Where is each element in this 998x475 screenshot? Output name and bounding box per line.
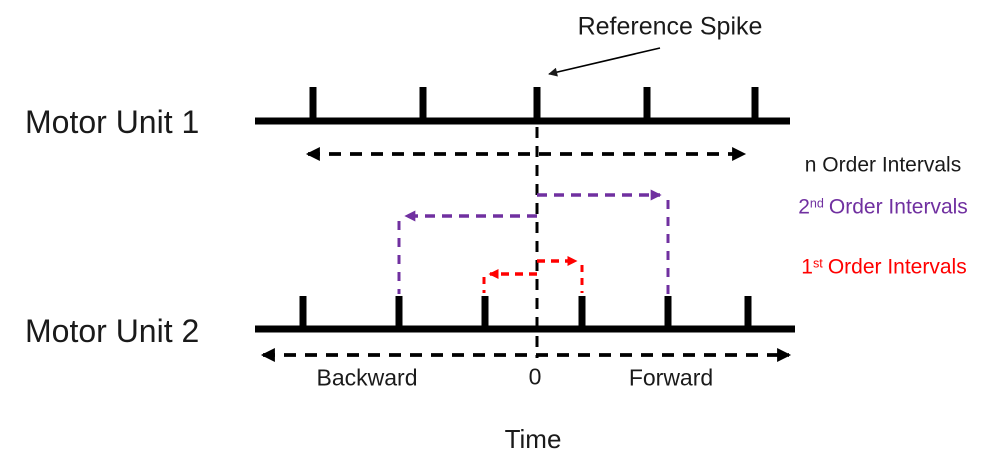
first-order-number: 1 xyxy=(801,255,813,279)
second-order-text: Order Intervals xyxy=(828,195,968,219)
second-order-intervals-label: 2nd Order Intervals xyxy=(798,197,968,218)
motor-unit-1-label: Motor Unit 1 xyxy=(25,104,200,140)
second-order-ordinal-suffix: nd xyxy=(809,196,824,211)
second-order-number: 2 xyxy=(798,195,810,219)
forward-label: Forward xyxy=(628,364,714,391)
reference-spike-label: Reference Spike xyxy=(577,12,763,41)
n-order-intervals-label: n Order Intervals xyxy=(804,153,962,177)
first-order-ordinal-suffix: st xyxy=(812,256,823,271)
first-order-text: Order Intervals xyxy=(827,255,967,279)
time-label: Time xyxy=(504,424,562,454)
reference-pointer-arrow xyxy=(548,47,661,77)
first-order-intervals-label: 1st Order Intervals xyxy=(801,257,966,278)
motor-unit-2-label: Motor Unit 2 xyxy=(25,313,200,349)
zero-label: 0 xyxy=(528,363,542,390)
backward-label: Backward xyxy=(316,364,418,391)
